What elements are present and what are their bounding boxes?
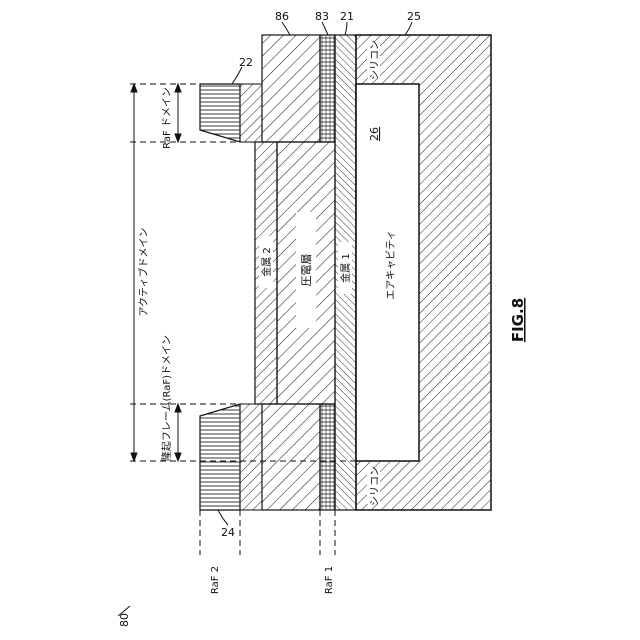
- raised-frame-bottom: [200, 404, 335, 510]
- figure-label: FIG.8: [509, 298, 527, 342]
- figure-ref-80: 80: [118, 613, 131, 627]
- ref-25: 25: [407, 10, 421, 23]
- cavity-ref-26: 26: [368, 127, 381, 141]
- raf2-wedge-24: [200, 404, 240, 510]
- active-domain-label: アクティブドメイン: [137, 228, 150, 317]
- raised-frame-top: [200, 35, 335, 142]
- silicon-substrate: [356, 35, 491, 510]
- raf1-layer-83-top: [320, 35, 335, 142]
- ref-22: 22: [239, 56, 253, 69]
- raf-domain-label: RaF ドメイン: [162, 87, 173, 149]
- raised-frame-domain-label: 隆起フレーム(RaF)ドメイン: [160, 335, 173, 461]
- ref-21: 21: [340, 10, 354, 23]
- ref-83: 83: [315, 10, 329, 23]
- metal2-label: 金属 2: [260, 247, 273, 277]
- silicon-top-label: シリコン: [370, 40, 381, 80]
- raf2-label: RaF 2: [210, 566, 221, 594]
- silicon-bottom-label: シリコン: [370, 466, 381, 506]
- piezo-label: 圧電層: [300, 254, 313, 287]
- ref-86: 86: [275, 10, 289, 23]
- raf2-wedge-22: [200, 84, 240, 142]
- air-cavity-label: エアキャビティ: [385, 230, 397, 299]
- raf1-layer-83-bottom: [320, 404, 335, 510]
- ref-24: 24: [221, 526, 235, 539]
- metal1-label: 金属 1: [339, 253, 352, 283]
- raf1-label: RaF 1: [324, 566, 335, 594]
